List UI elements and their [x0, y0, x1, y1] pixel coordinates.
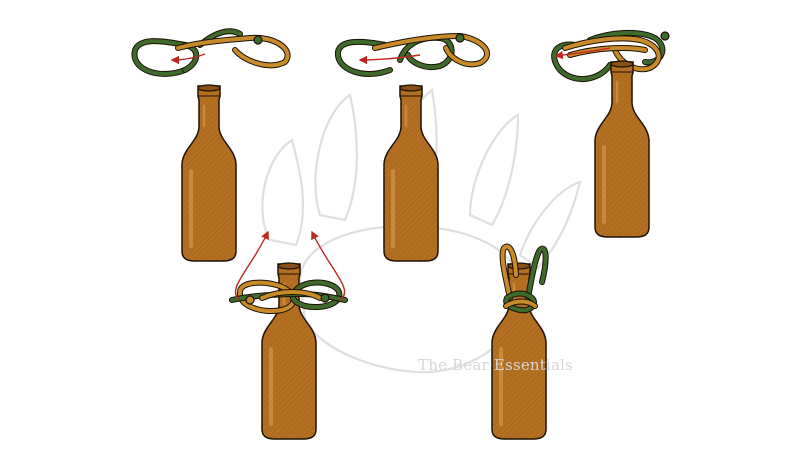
step-1: [131, 28, 291, 263]
step-1-rope: [131, 28, 291, 77]
step-1-bottle: [180, 83, 238, 263]
step-2: [335, 33, 490, 263]
step-5-rope: [499, 243, 549, 314]
step-4-right-arrow: [311, 230, 346, 301]
step-2-bottle: [382, 83, 440, 263]
step-3-pull-arrow: [554, 47, 611, 60]
watermark-text: The Bear Essentials: [418, 356, 574, 374]
step-4-left-arrow: [234, 230, 269, 301]
step-5-bottle: [490, 261, 548, 441]
step-3-bottle: [593, 59, 651, 239]
step-4: [229, 230, 348, 441]
step-5: [490, 243, 549, 441]
step-1-pull-arrow: [170, 53, 206, 65]
step-2-rope: [335, 33, 490, 77]
step-3: [551, 29, 670, 239]
step-2-pull-arrow: [358, 54, 421, 65]
step-4-rope: [229, 279, 348, 314]
